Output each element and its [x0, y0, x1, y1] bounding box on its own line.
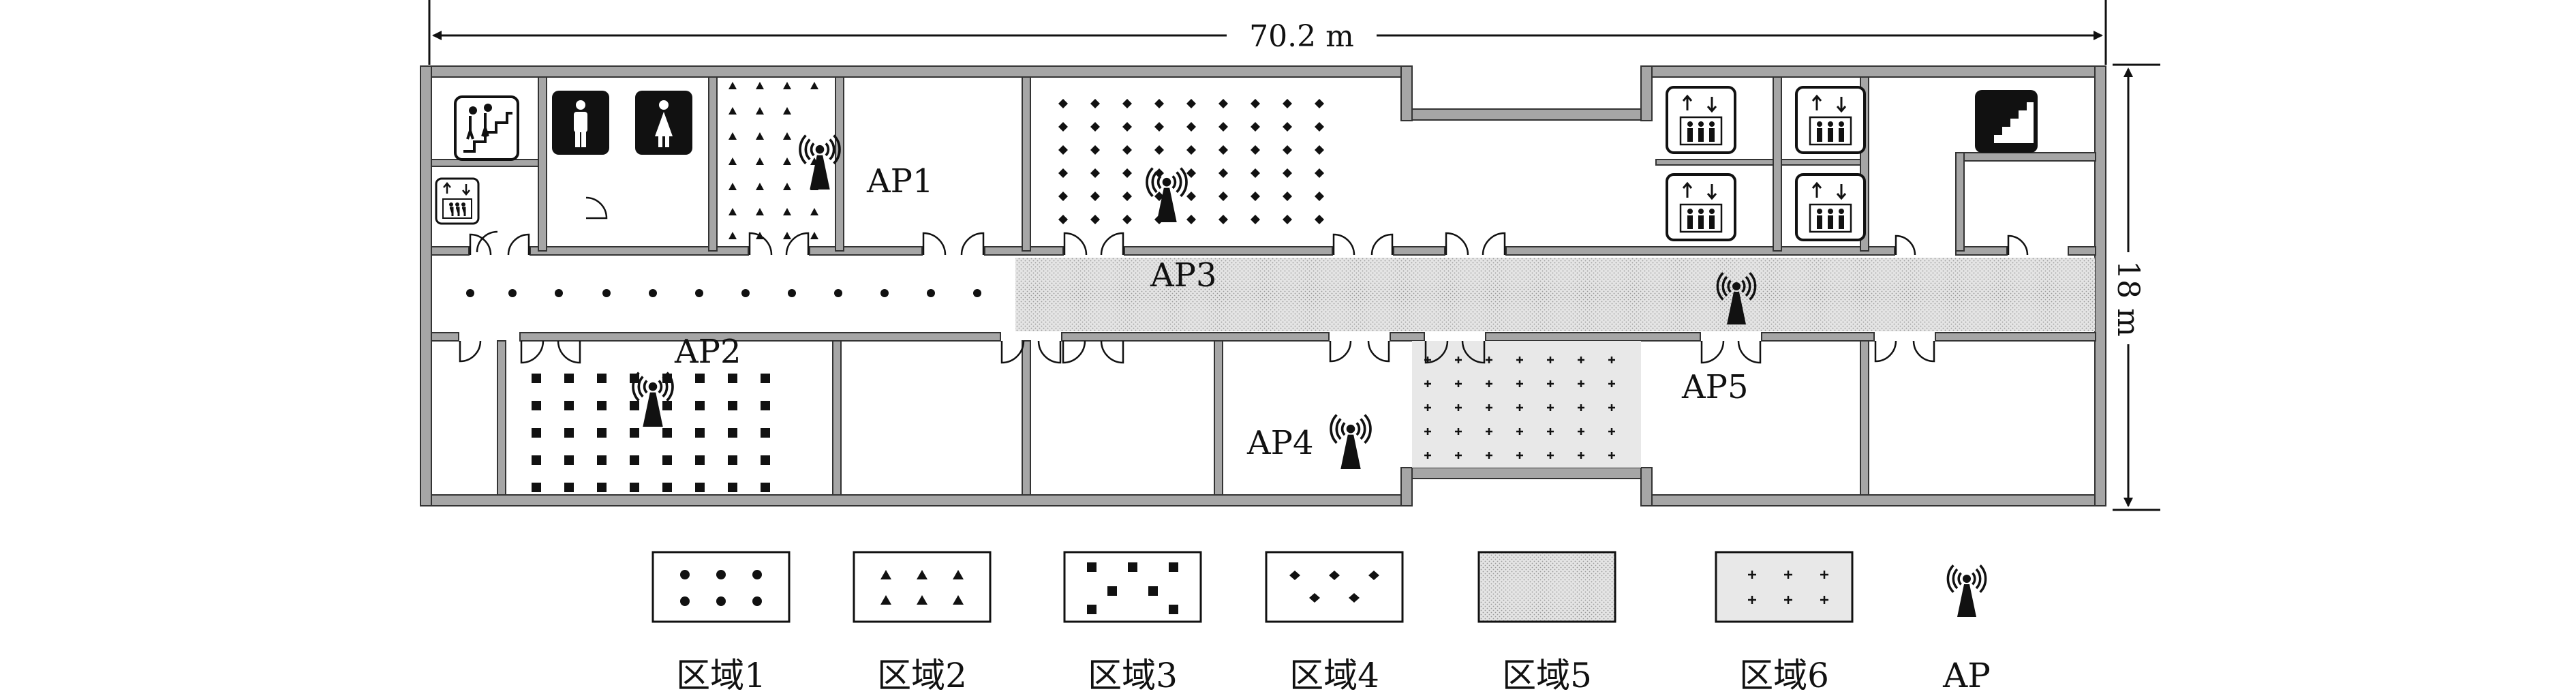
height-dimension: 18 m [2111, 63, 2160, 511]
ap-antenna-icon [799, 134, 841, 190]
width-dimension: 70.2 m [428, 0, 2107, 65]
ap-antenna-icon [1330, 414, 1372, 469]
zone1-markers [466, 289, 981, 297]
legend-zone4 [1265, 551, 1404, 623]
womens-restroom-icon [635, 91, 692, 155]
ap-icons [632, 134, 1757, 469]
width-dimension-label: 70.2 m [1249, 19, 1354, 54]
ap2-label: AP2 [674, 333, 741, 371]
ap4-label: AP4 [1246, 424, 1314, 462]
legend-zone1 [651, 551, 791, 623]
legend-ap-icon [1946, 564, 1987, 617]
building-walls [420, 65, 2106, 506]
elevator-icon [1666, 173, 1736, 241]
elevator-icon [435, 177, 480, 225]
zone2-markers [729, 82, 818, 239]
elevator-icon [1795, 86, 1866, 154]
mens-restroom-icon [552, 91, 609, 155]
ap-antenna-icon [1946, 564, 1987, 617]
zone3-markers [532, 374, 770, 492]
elevator-bank [1666, 86, 1866, 241]
height-dimension-label: 18 m [2111, 260, 2145, 337]
ap-antenna-icon [1716, 272, 1757, 324]
escalator-icon [1975, 90, 2038, 153]
zone6-markers [1424, 357, 1615, 459]
legend-zone6 [1715, 551, 1854, 623]
legend-zone2 [853, 551, 992, 623]
ap1-label: AP1 [866, 162, 934, 200]
legend-ap-label: AP [1942, 656, 1991, 695]
legend: 区域1 区域2 区域3 区域4 区域5 区域6 AP [651, 551, 1991, 695]
ap5-label: AP5 [1681, 368, 1749, 406]
legend-zone3-label: 区域3 [1088, 656, 1178, 695]
legend-zone2-label: 区域2 [877, 656, 967, 695]
elevator-icon [1666, 86, 1736, 154]
ap-antenna-icon [632, 372, 674, 427]
legend-zone5 [1477, 551, 1616, 623]
ap3-label: AP3 [1150, 256, 1217, 294]
legend-zone6-label: 区域6 [1739, 656, 1829, 695]
zone5-corridor [1015, 258, 2095, 331]
stairs-people-icon [454, 95, 519, 161]
legend-zone5-label: 区域5 [1502, 656, 1592, 695]
zone4-markers [1058, 99, 1324, 224]
zone6-room [1412, 341, 1641, 468]
legend-zone1-label: 区域1 [676, 656, 766, 695]
legend-zone4-label: 区域4 [1289, 656, 1379, 695]
legend-zone3 [1063, 551, 1202, 623]
elevator-icon [1795, 173, 1866, 241]
doors [459, 196, 2029, 364]
ap-antenna-icon [1146, 167, 1188, 222]
